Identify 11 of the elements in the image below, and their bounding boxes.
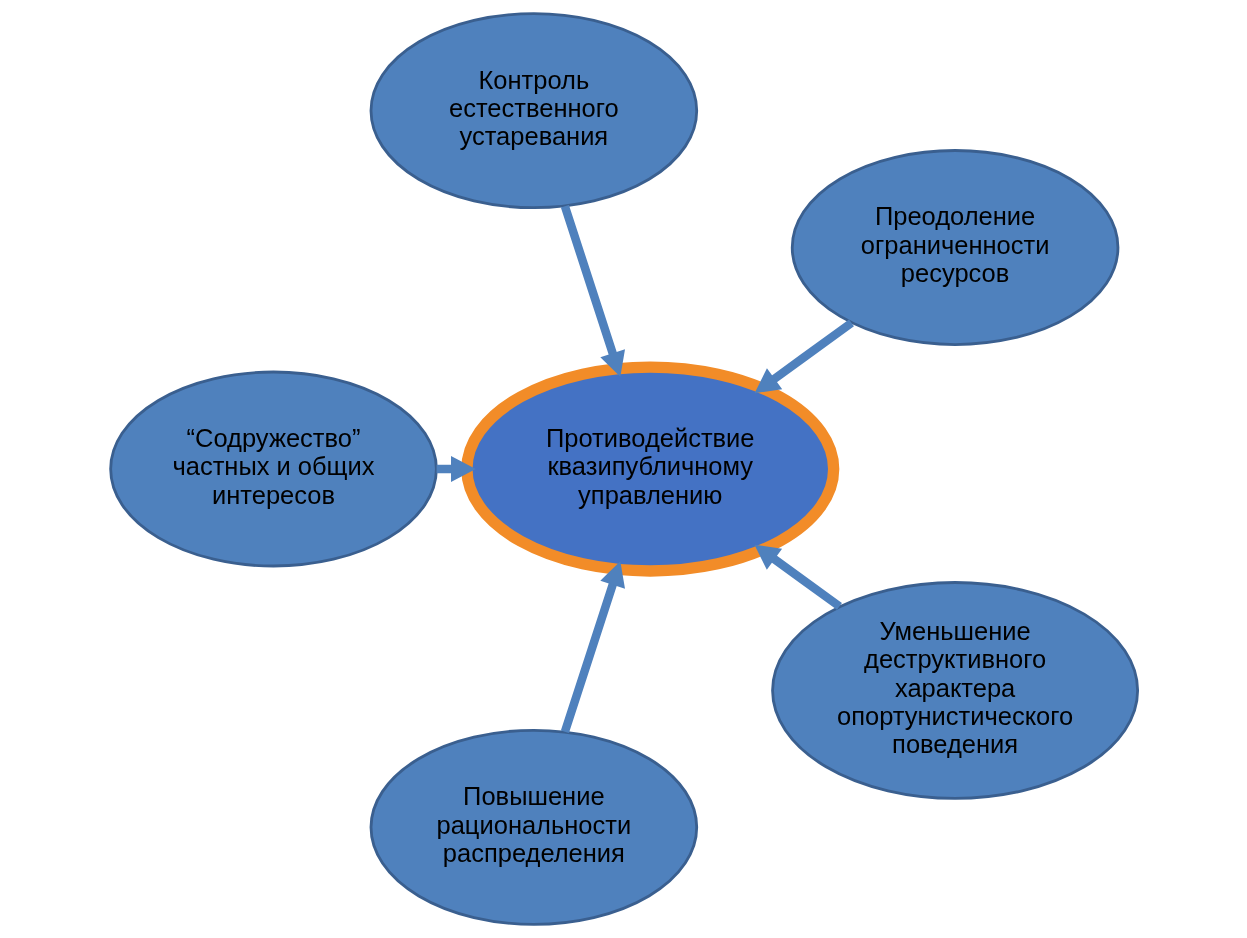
node-ellipse: Контроль естественного устаревания xyxy=(369,12,698,210)
arrow xyxy=(560,561,625,734)
arrow xyxy=(560,204,625,377)
node-ellipse: Уменьшение деструктивного характера опортунистического поведения xyxy=(770,581,1139,800)
node-ellipse: “Содружество” частных и общих интересов xyxy=(108,370,438,568)
arrow xyxy=(754,319,854,394)
arrow xyxy=(753,544,842,610)
node-ellipse: Противодействие квазипубличному управлению xyxy=(460,361,839,577)
arrow xyxy=(436,456,476,482)
node-ellipse: Преодоление ограниченности ресурсов xyxy=(790,149,1119,346)
node-ellipse: Повышение рациональности распределения xyxy=(369,728,698,926)
